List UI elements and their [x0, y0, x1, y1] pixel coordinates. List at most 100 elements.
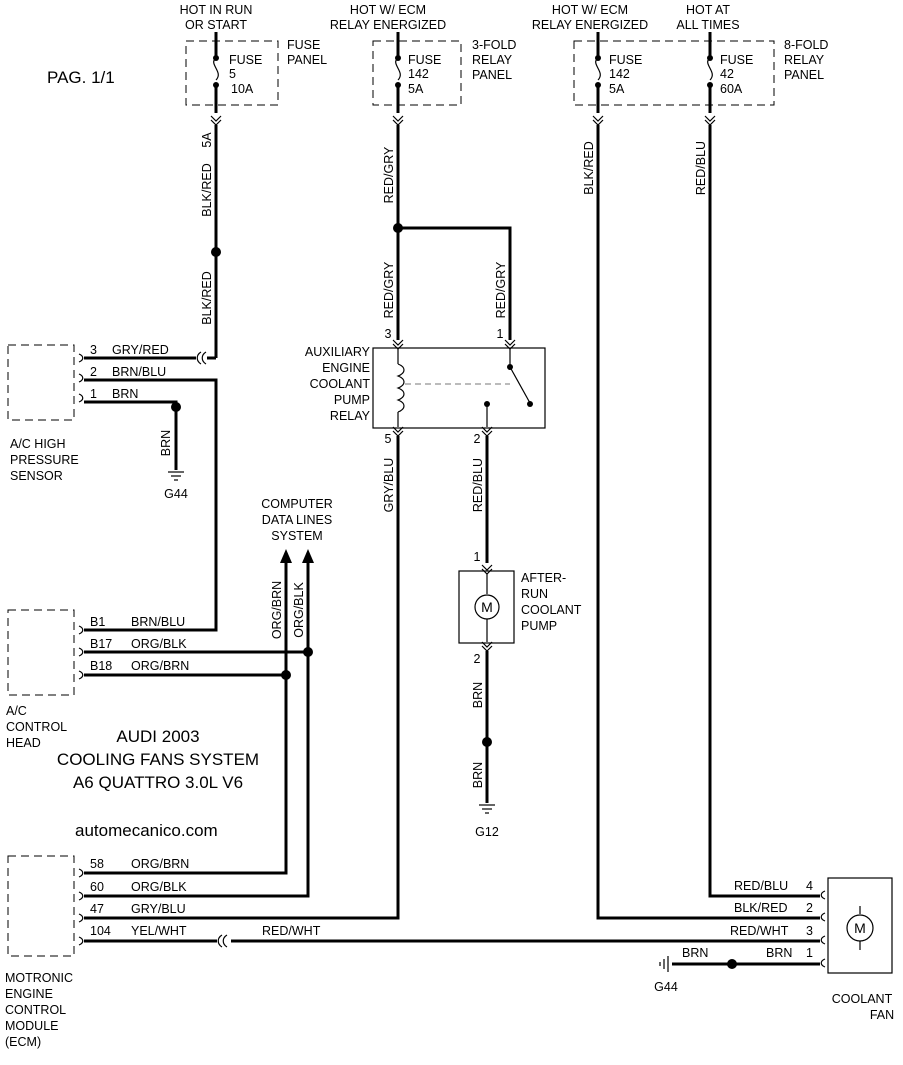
wire-label-brn-sensor: BRN [159, 430, 173, 456]
ac-head-wire-b18: ORG/BRN [131, 659, 189, 673]
wire-brn-fan-ground [659, 956, 820, 972]
wire-label-red-blu-fan: RED/BLU [694, 141, 708, 195]
ecm-pin-60: 60 [90, 880, 104, 894]
fan-pin-4: 4 [806, 879, 813, 893]
wire-red-gry [393, 125, 512, 340]
fan-connectors [820, 890, 826, 968]
fuse-5-num: 5 [229, 67, 236, 81]
wire-label-brn-pump-1: BRN [471, 682, 485, 708]
fuse-142-a-label: FUSE [408, 53, 441, 67]
ecm-wire-47: GRY/BLU [131, 902, 186, 916]
relay-pin-1: 1 [497, 327, 504, 341]
fuse-panel-label-2: PANEL [287, 53, 327, 67]
fuse-42-amps: 60A [720, 82, 743, 96]
sensor-name-1: A/C HIGH [10, 437, 66, 451]
relay-name-2: ENGINE [322, 361, 370, 375]
ac-head-pin-b1: B1 [90, 615, 105, 629]
ecm-connectors [78, 868, 84, 946]
fan-motor-label: M [854, 920, 866, 936]
ac-head-name-3: HEAD [6, 736, 41, 750]
relay-name-5: RELAY [330, 409, 371, 423]
ecm-pin-58: 58 [90, 857, 104, 871]
sensor-pin-3: 3 [90, 343, 97, 357]
wire-yel-wht-red-wht [84, 934, 820, 948]
three-fold-panel-box [372, 40, 462, 106]
fan-pin-3: 3 [806, 924, 813, 938]
sensor-ground-label: G44 [164, 487, 188, 501]
ac-head-connectors [78, 625, 84, 680]
fuse-42-num: 42 [720, 67, 734, 81]
ecm-name-2: ENGINE [5, 987, 53, 1001]
pump-motor-label: M [481, 599, 493, 615]
title-line-1: AUDI 2003 [116, 727, 199, 746]
source-run-start-line2: OR START [185, 18, 247, 32]
pump-name-4: PUMP [521, 619, 557, 633]
wire-label-red-blu-pump: RED/BLU [471, 458, 485, 512]
three-fold-label-1: 3-FOLD [472, 38, 516, 52]
fan-pin-1: 1 [806, 946, 813, 960]
fuse-142-b-symbol [592, 32, 604, 126]
sensor-pin-1: 1 [90, 387, 97, 401]
page-number: PAG. 1/1 [47, 68, 115, 87]
sensor-wire-gry-red: GRY/RED [112, 343, 169, 357]
fuse-142-b-amps: 5A [609, 82, 625, 96]
fan-name-2: FAN [870, 1008, 894, 1022]
eight-fold-label-1: 8-FOLD [784, 38, 828, 52]
relay-pin-3: 3 [385, 327, 392, 341]
eight-fold-label-2: RELAY [784, 53, 825, 67]
fuse-42-symbol [704, 32, 716, 126]
fuse-panel-label-1: FUSE [287, 38, 320, 52]
sensor-name-3: SENSOR [10, 469, 63, 483]
wire-brn-blu [84, 378, 218, 632]
data-lines-arrows [84, 549, 314, 898]
ecm-name-5: (ECM) [5, 1035, 41, 1049]
three-fold-label-3: PANEL [472, 68, 512, 82]
relay-name-4: PUMP [334, 393, 370, 407]
sensor-wire-brn: BRN [112, 387, 138, 401]
fuse-142-a-amps: 5A [408, 82, 424, 96]
ac-sensor-box [7, 344, 75, 421]
ecm-wire-58: ORG/BRN [131, 857, 189, 871]
aux-relay-box [372, 347, 546, 429]
ecm-wire-60: ORG/BLK [131, 880, 187, 894]
wire-red-blu-fan [708, 125, 820, 898]
wire-label-blk-red-1: BLK/RED [200, 163, 214, 217]
three-fold-label-2: RELAY [472, 53, 513, 67]
pump-ground-label: G12 [475, 825, 499, 839]
title-line-2: COOLING FANS SYSTEM [57, 750, 259, 769]
wire-label-red-gry-2: RED/GRY [382, 261, 396, 318]
fuse-panel-box [185, 40, 279, 106]
wire-blk-red-fan [596, 125, 820, 920]
source-ecm-relay-2-line1: HOT W/ ECM [552, 3, 628, 17]
fan-wire-4: RED/BLU [734, 879, 788, 893]
wire-label-org-blk-vert: ORG/BLK [292, 582, 306, 638]
ecm-pin-104: 104 [90, 924, 111, 938]
source-all-times-line1: HOT AT [686, 3, 730, 17]
wire-label-red-gry-1: RED/GRY [382, 146, 396, 203]
computer-data-1: COMPUTER [261, 497, 333, 511]
wire-blk-red-sensor [84, 125, 221, 365]
wire-brn-pump-ground [479, 651, 495, 814]
wire-label-gry-blu: GRY/BLU [382, 458, 396, 513]
pump-name-2: RUN [521, 587, 548, 601]
title-line-3: A6 QUATTRO 3.0L V6 [73, 773, 243, 792]
ecm-pin-47: 47 [90, 902, 104, 916]
fuse-142-b-num: 142 [609, 67, 630, 81]
ac-head-pin-b18: B18 [90, 659, 112, 673]
ac-control-head-box [7, 609, 75, 696]
source-all-times-line2: ALL TIMES [676, 18, 739, 32]
eight-fold-label-3: PANEL [784, 68, 824, 82]
ac-head-name-1: A/C [6, 704, 27, 718]
eight-fold-panel-box [573, 40, 775, 106]
ac-head-wire-b1: BRN/BLU [131, 615, 185, 629]
ac-head-name-2: CONTROL [6, 720, 67, 734]
source-ecm-relay-1-line2: RELAY ENERGIZED [330, 18, 446, 32]
ac-sensor-connectors [78, 353, 84, 403]
wire-label-red-wht: RED/WHT [262, 924, 321, 938]
wire-gry-blu [84, 436, 400, 920]
wire-brn-sensor-ground [84, 400, 184, 481]
relay-pin-2: 2 [474, 432, 481, 446]
fuse-142-a-symbol [392, 32, 404, 126]
fuse-5-label: FUSE [229, 53, 262, 67]
